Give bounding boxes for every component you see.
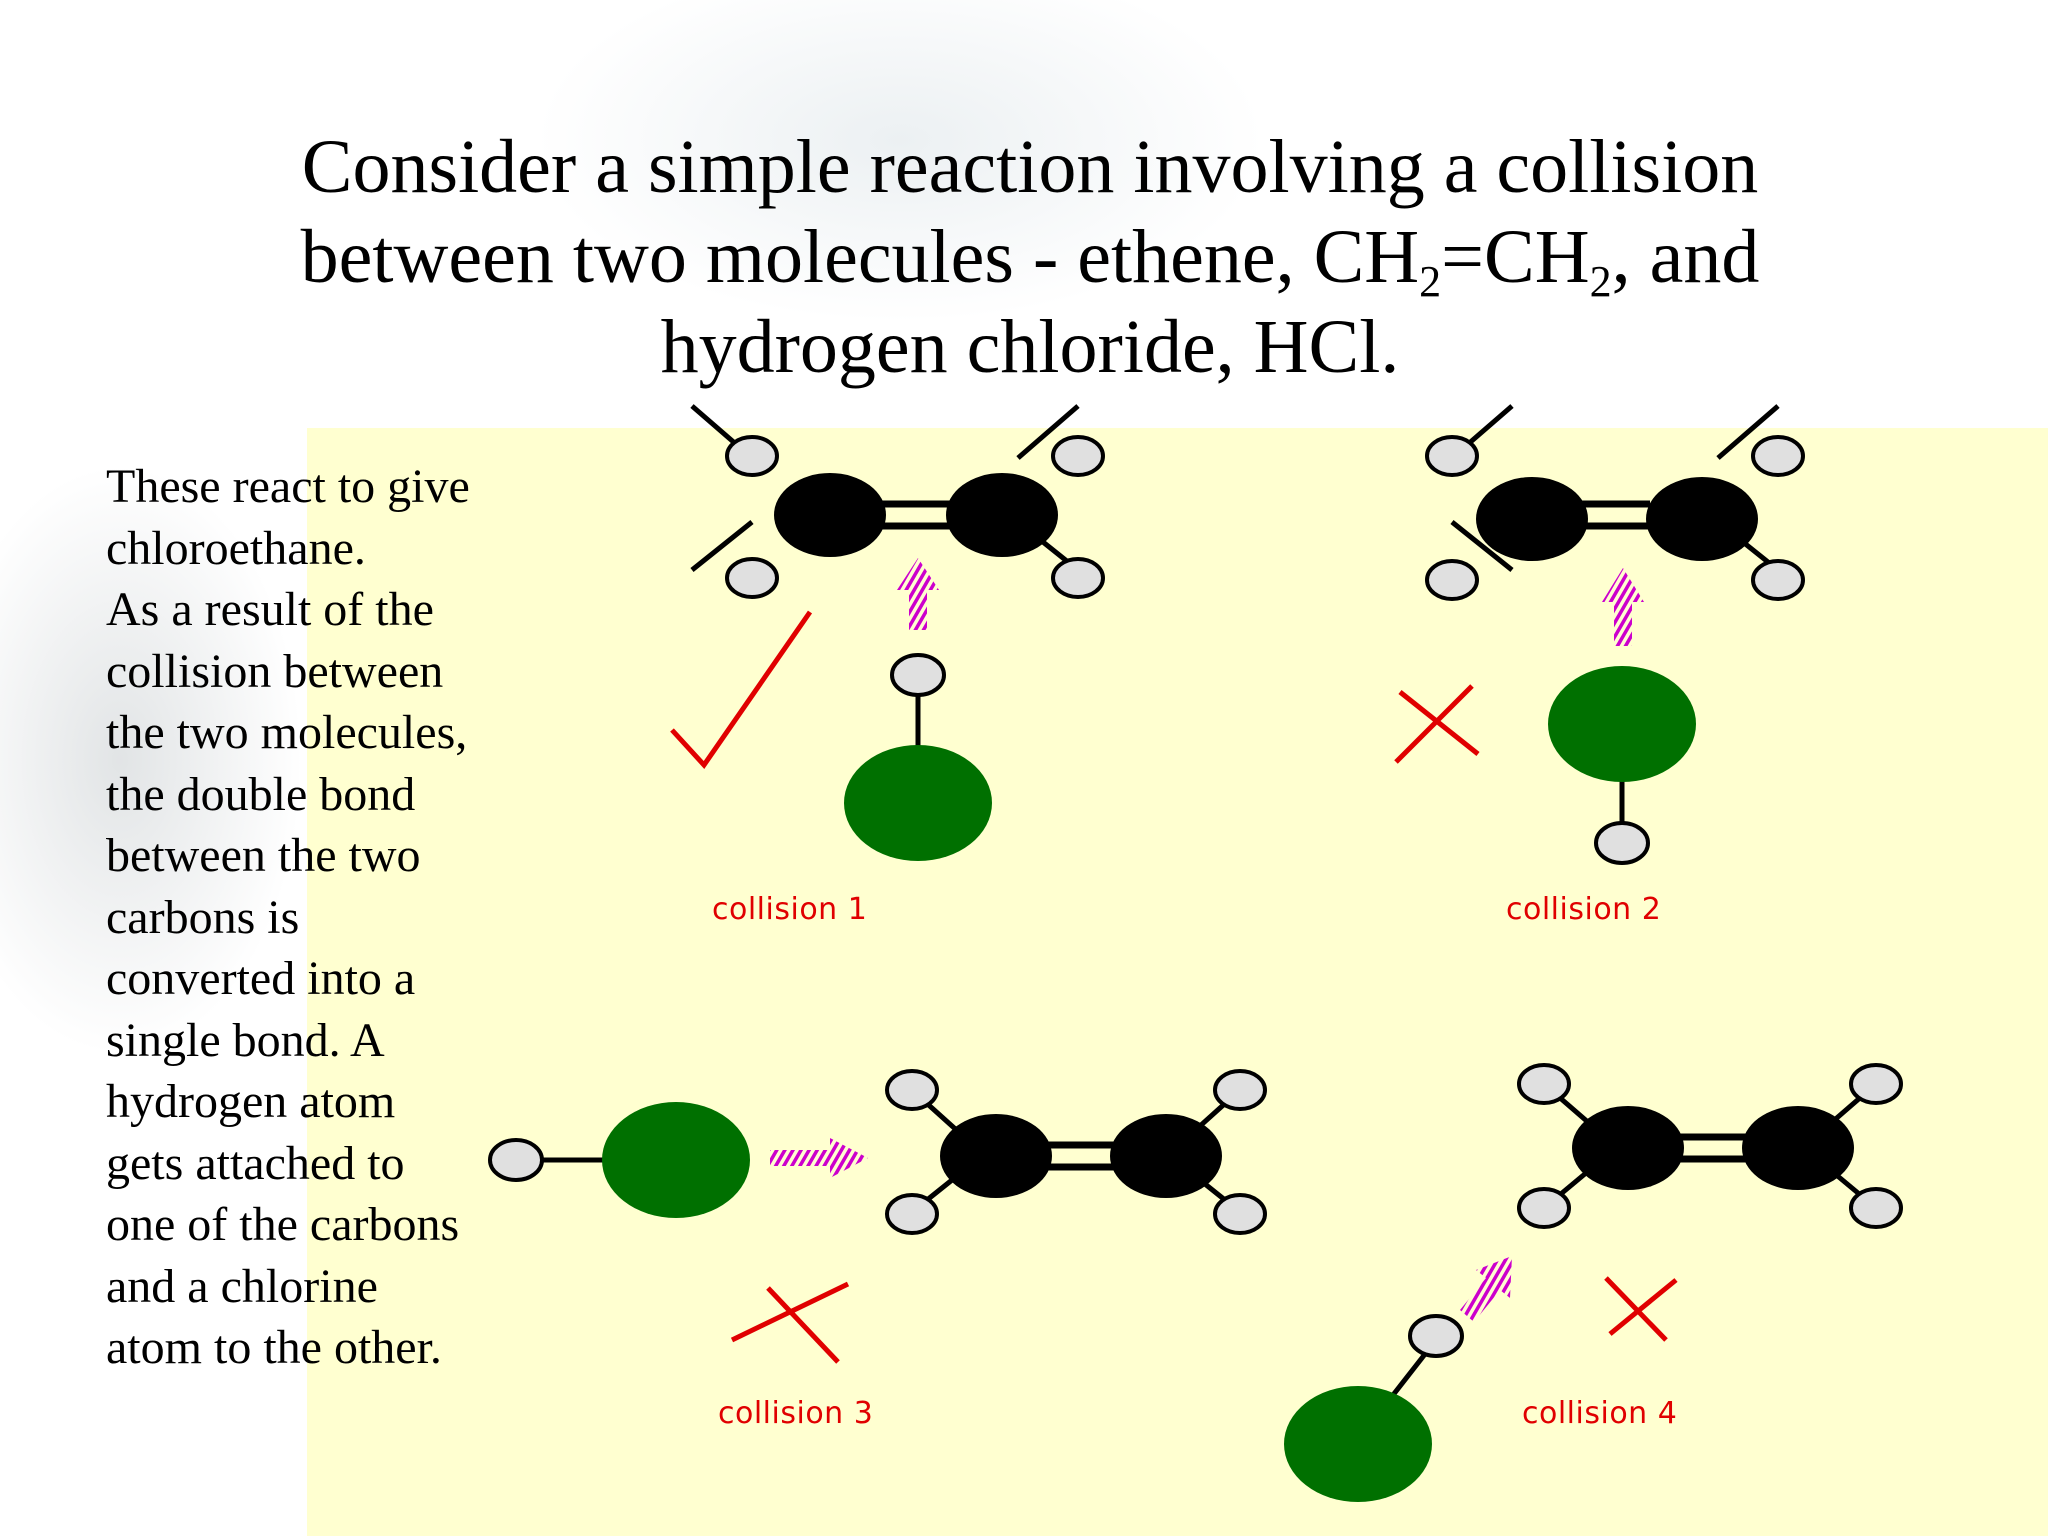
hydrogen-atom xyxy=(890,653,946,697)
diagram-panel xyxy=(307,428,2048,1536)
text-line: chloroethane. xyxy=(106,521,366,575)
hydrogen-atom xyxy=(1051,435,1105,477)
slide-title: Consider a simple reaction involving a c… xyxy=(240,122,1820,392)
carbon-atom xyxy=(1646,477,1758,561)
text-line: and a chlorine xyxy=(106,1259,378,1313)
hydrogen-atom xyxy=(488,1138,544,1182)
hydrogen-atom xyxy=(1594,821,1650,865)
collision-3-group xyxy=(488,1069,1267,1364)
ethene-molecule xyxy=(1425,404,1805,601)
collision-3-label: collision 3 xyxy=(718,1396,874,1431)
hcl-molecule xyxy=(1548,666,1696,865)
hcl-molecule xyxy=(1284,1314,1464,1502)
collision-1-label: collision 1 xyxy=(712,892,868,927)
title-line-2: between two molecules - ethene, CH2=CH2,… xyxy=(300,215,1760,306)
hydrogen-atom xyxy=(1425,435,1479,477)
approach-arrow xyxy=(1460,1256,1512,1322)
collision-2-group xyxy=(1394,404,1805,865)
chlorine-atom xyxy=(1284,1386,1432,1502)
hydrogen-atom xyxy=(725,557,779,599)
ethene-molecule xyxy=(1517,1063,1903,1229)
collision-4-label: collision 4 xyxy=(1522,1396,1678,1431)
hydrogen-atom xyxy=(885,1069,939,1111)
hydrogen-atom xyxy=(1751,559,1805,601)
collision-1-group xyxy=(670,404,1105,861)
hydrogen-atom xyxy=(1213,1193,1267,1235)
carbon-atom xyxy=(1742,1106,1854,1190)
text-line: carbons is xyxy=(106,890,300,944)
text-line: hydrogen atom xyxy=(106,1075,396,1128)
hydrogen-atom xyxy=(1213,1069,1267,1111)
hydrogen-atom xyxy=(1751,435,1805,477)
hydrogen-atom xyxy=(725,435,779,477)
carbon-atom xyxy=(1110,1114,1222,1198)
text-line: converted into a xyxy=(106,952,416,1005)
text-line: the double bond xyxy=(106,767,416,821)
carbon-atom xyxy=(1572,1106,1684,1190)
hydrogen-atom xyxy=(1517,1187,1571,1229)
text-line: collision between xyxy=(106,644,444,698)
text-line: the two molecules, xyxy=(106,706,468,759)
hydrogen-atom xyxy=(1517,1063,1571,1105)
collision-4-group xyxy=(1284,1063,1903,1502)
approach-arrow xyxy=(770,1138,868,1178)
text-line: As a result of the xyxy=(106,583,434,636)
cross-mark xyxy=(730,1281,850,1364)
chlorine-atom xyxy=(602,1102,750,1218)
hydrogen-atom xyxy=(1849,1187,1903,1229)
title-line-3: hydrogen chloride, HCl. xyxy=(660,305,1400,389)
cross-mark xyxy=(1604,1276,1678,1342)
text-line: between the two xyxy=(106,829,421,882)
text-line: atom to the other. xyxy=(106,1321,442,1374)
hydrogen-atom xyxy=(885,1193,939,1235)
text-line: one of the carbons xyxy=(106,1198,460,1251)
chlorine-atom xyxy=(1548,666,1696,782)
ethene-molecule xyxy=(690,404,1105,599)
cross-mark xyxy=(1394,684,1480,764)
text-line: single bond. A xyxy=(106,1013,385,1067)
approach-arrow xyxy=(897,558,939,630)
text-line: gets attached to xyxy=(106,1136,405,1190)
ethene-molecule xyxy=(885,1069,1267,1235)
chlorine-atom xyxy=(844,745,992,861)
approach-arrow xyxy=(1602,568,1644,646)
carbon-atom xyxy=(774,473,886,557)
carbon-atom xyxy=(940,1114,1052,1198)
hydrogen-atom xyxy=(1051,557,1105,599)
carbon-atom xyxy=(946,473,1058,557)
hcl-molecule xyxy=(488,1102,750,1218)
explanation-text: These react to give chloroethane. As a r… xyxy=(106,456,526,1379)
title-line-1: Consider a simple reaction involving a c… xyxy=(301,125,1759,209)
carbon-atom xyxy=(1476,477,1588,561)
hcl-molecule xyxy=(844,653,992,861)
text-line: These react to give xyxy=(106,460,470,513)
hydrogen-atom xyxy=(1408,1314,1464,1358)
hydrogen-atom xyxy=(1849,1063,1903,1105)
hydrogen-atom xyxy=(1425,559,1479,601)
check-mark xyxy=(670,610,813,770)
collision-2-label: collision 2 xyxy=(1506,892,1662,927)
